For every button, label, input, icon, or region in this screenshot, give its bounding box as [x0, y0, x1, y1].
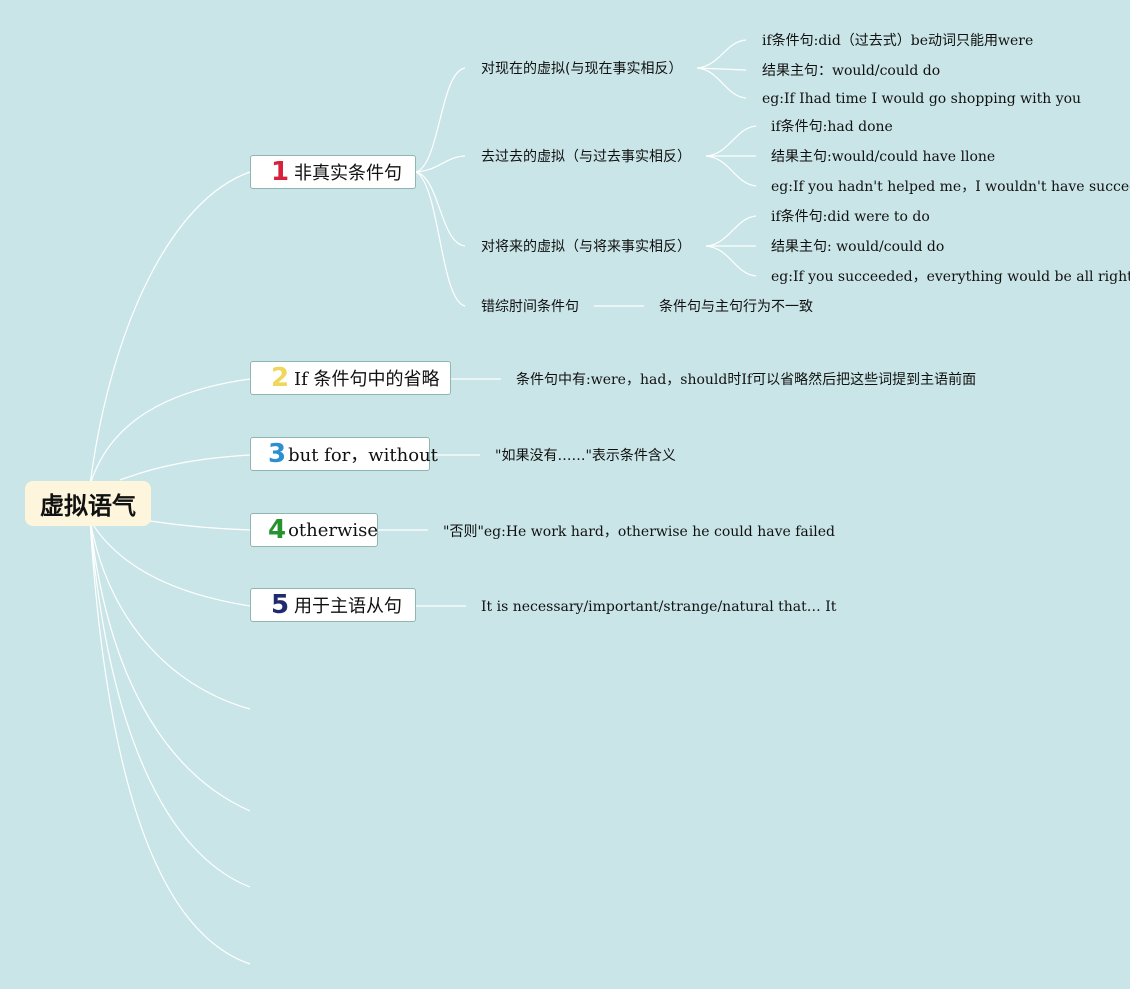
branch-4-label: otherwise: [288, 519, 379, 541]
branch-4-node[interactable]: 4 otherwise: [250, 513, 378, 547]
number-4-icon: 4: [268, 515, 287, 545]
number-5-icon: 5: [270, 590, 290, 620]
branch-5-detail[interactable]: It is necessary/important/strange/natura…: [481, 599, 837, 615]
branch-3-detail[interactable]: "如果没有……"表示条件含义: [495, 448, 676, 464]
number-1-icon: 1: [270, 157, 290, 187]
branch-5-label: 用于主语从句: [294, 596, 402, 617]
branch-1-label: 非真实条件句: [294, 163, 402, 184]
branch-2-detail[interactable]: 条件句中有:were，had，should时If可以省略然后把这些词提到主语前面: [516, 372, 977, 388]
leaf-future-if[interactable]: if条件句:did were to do: [771, 209, 930, 225]
leaf-present-if[interactable]: if条件句:did（过去式）be动词只能用were: [762, 33, 1034, 49]
number-2-icon: 2: [270, 363, 290, 393]
branch-3-label: but for，without: [288, 445, 438, 466]
branch-2-node[interactable]: 2 If 条件句中的省略: [250, 361, 451, 395]
leaf-present-example[interactable]: eg:If Ihad time I would go shopping with…: [762, 91, 1082, 107]
root-topic[interactable]: 虚拟语气: [25, 481, 151, 526]
number-3-icon: 3: [268, 439, 287, 469]
subtopic-future[interactable]: 对将来的虚拟（与将来事实相反）: [481, 239, 691, 255]
leaf-mixed-time[interactable]: 条件句与主句行为不一致: [659, 299, 813, 315]
branch-3-node[interactable]: 3 but for，without: [250, 437, 438, 471]
subtopic-mixed-time[interactable]: 错综肘间条件句: [481, 299, 579, 315]
branch-4-detail[interactable]: "否则"eg:He work hard，otherwise he could h…: [443, 524, 835, 540]
leaf-past-main[interactable]: 结果主句:would/could have llone: [771, 149, 996, 165]
subtopic-present[interactable]: 对现在的虚拟(与现在事实相反）: [481, 61, 683, 77]
leaf-past-if[interactable]: if条件句:had done: [771, 119, 893, 135]
subtopic-past[interactable]: 去过去的虚拟（与过去事实相反）: [481, 149, 691, 165]
root-topic-label: 虚拟语气: [40, 492, 136, 520]
branch-5-node[interactable]: 5 用于主语从句: [250, 588, 416, 622]
leaf-future-main[interactable]: 结果主句: would/could do: [771, 239, 945, 255]
leaf-past-example[interactable]: eg:If you hadn't helped me，I wouldn't ha…: [771, 179, 1130, 195]
branch-2-label: If 条件句中的省略: [294, 369, 440, 390]
leaf-present-main[interactable]: 结果主句：would/could do: [762, 63, 941, 79]
branch-1-node[interactable]: 1 非真实条件句: [250, 155, 416, 189]
leaf-future-example[interactable]: eg:If you succeeded，everything would be …: [771, 269, 1130, 285]
